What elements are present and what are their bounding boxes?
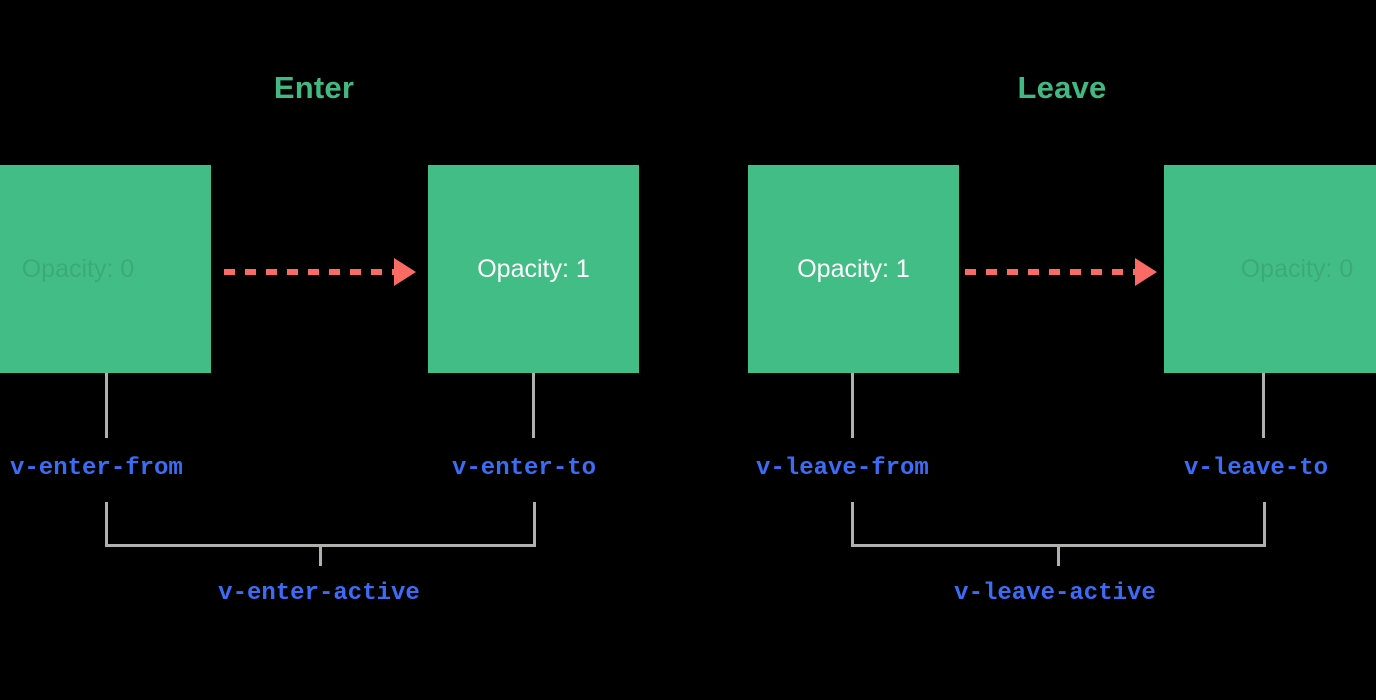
leave-to-connector-line bbox=[1262, 373, 1265, 438]
class-label-v-leave-to: v-leave-to bbox=[1184, 455, 1329, 482]
leave-active-bracket bbox=[851, 502, 1266, 566]
class-label-v-enter-to: v-enter-to bbox=[452, 455, 597, 482]
leave-from-box-label: Opacity: 1 bbox=[797, 254, 910, 283]
enter-from-box-label: Opacity: 0 bbox=[21, 254, 135, 283]
leave-arrow-head bbox=[1135, 258, 1157, 286]
section-title-leave: Leave bbox=[1017, 70, 1107, 105]
leave-transition-arrow-icon bbox=[965, 258, 1157, 286]
enter-to-box-label: Opacity: 1 bbox=[477, 254, 590, 283]
leave-from-connector-line bbox=[851, 373, 854, 438]
section-title-enter: Enter bbox=[273, 70, 355, 105]
enter-from-box: Opacity: 0 bbox=[0, 165, 211, 373]
class-label-v-enter-from: v-enter-from bbox=[10, 455, 183, 482]
leave-from-box: Opacity: 1 bbox=[748, 165, 959, 373]
leave-active-bracket-tick bbox=[1057, 544, 1060, 566]
enter-to-box: Opacity: 1 bbox=[428, 165, 639, 373]
class-label-v-enter-active: v-enter-active bbox=[218, 580, 420, 607]
enter-transition-arrow-icon bbox=[224, 258, 416, 286]
enter-active-bracket bbox=[105, 502, 536, 566]
class-label-v-leave-from: v-leave-from bbox=[756, 455, 929, 482]
leave-to-box-label: Opacity: 0 bbox=[1240, 254, 1354, 283]
leave-to-box: Opacity: 0 bbox=[1164, 165, 1376, 373]
enter-to-connector-line bbox=[532, 373, 535, 438]
enter-arrow-head bbox=[394, 258, 416, 286]
enter-from-connector-line bbox=[105, 373, 108, 438]
leave-arrow-shaft bbox=[965, 269, 1137, 275]
class-label-v-leave-active: v-leave-active bbox=[954, 580, 1156, 607]
enter-active-bracket-tick bbox=[319, 544, 322, 566]
enter-arrow-shaft bbox=[224, 269, 396, 275]
